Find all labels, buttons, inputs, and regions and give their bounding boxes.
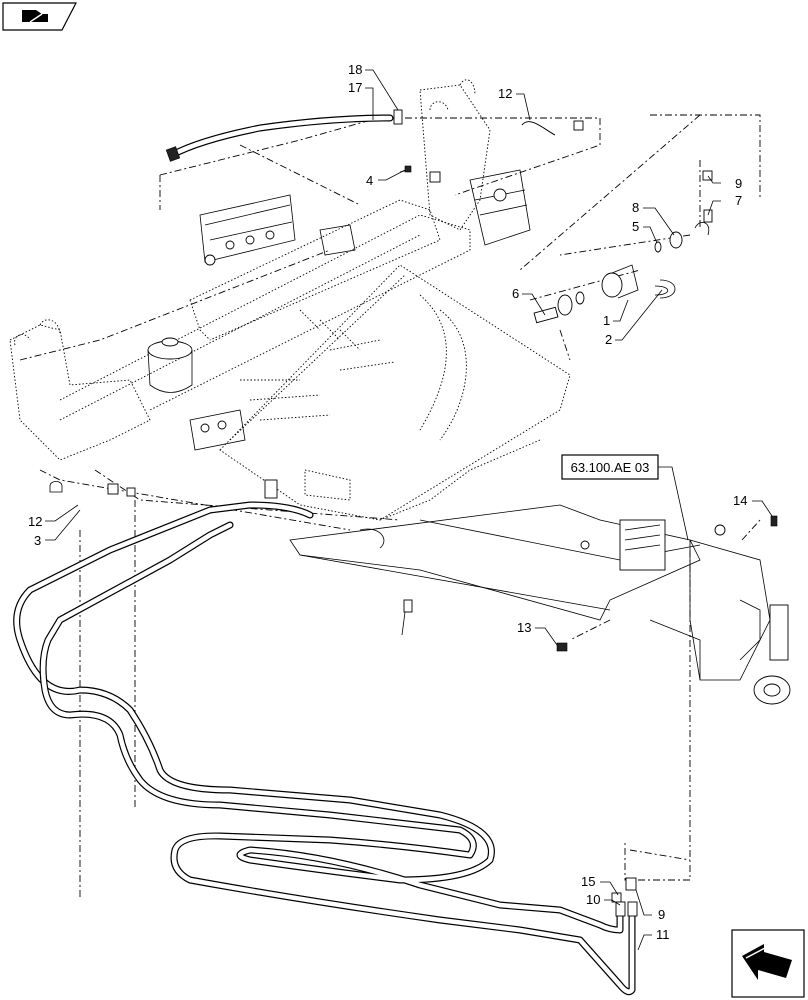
callout-17: 17 [348, 80, 362, 95]
callout-8: 8 [632, 200, 639, 215]
previous-page-arrow-icon[interactable] [731, 929, 805, 998]
callout-7: 7 [735, 193, 742, 208]
reference-box-label: 63.100.AE 03 [571, 460, 650, 475]
frame-assembly [9, 79, 571, 521]
callout-2: 2 [605, 332, 612, 347]
callout-18: 18 [348, 62, 362, 77]
fittings-group [49, 120, 778, 903]
callout-10: 10 [586, 892, 600, 907]
callout-11: 11 [656, 927, 670, 942]
hose-second [39, 521, 638, 996]
callout-9-top: 9 [735, 176, 742, 191]
callout-14: 13 [517, 620, 531, 635]
callout-16: 15 [581, 874, 595, 889]
callout-3: 3 [34, 533, 41, 548]
phantom-lines [19, 114, 761, 900]
callout-9-bottom: 9 [658, 907, 665, 922]
callout-4: 4 [366, 173, 373, 188]
callout-labels: 18 17 12 4 9 7 8 5 6 1 2 12 3 13 14 15 1… [28, 62, 747, 942]
leader-lines [45, 69, 773, 951]
callout-6: 6 [512, 286, 519, 301]
hose-long [13, 501, 624, 934]
callout-13: 12 [28, 514, 42, 529]
callout-12: 12 [498, 86, 512, 101]
hose-top [165, 109, 403, 162]
hitch-assembly [289, 504, 791, 705]
callout-15: 14 [733, 493, 747, 508]
book-navigation-icon[interactable] [2, 2, 77, 31]
callout-1: 1 [603, 313, 610, 328]
reference-box[interactable]: 63.100.AE 03 [561, 454, 689, 541]
callout-5: 5 [632, 219, 639, 234]
